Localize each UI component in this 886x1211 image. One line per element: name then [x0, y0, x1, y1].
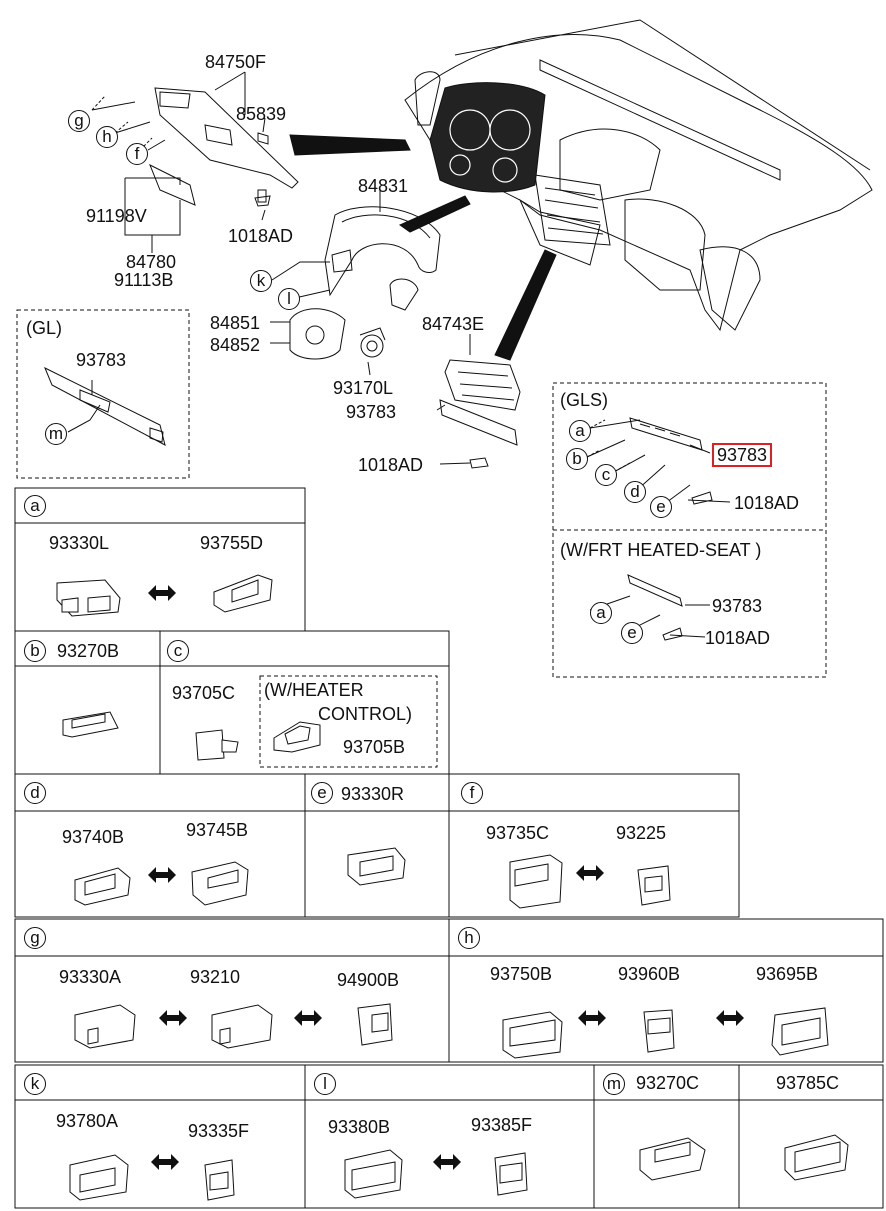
label-93960B: 93960B	[618, 964, 681, 984]
cluster-facia-part	[324, 206, 441, 311]
callout-l-upper: l	[278, 288, 300, 310]
callout-f-table: f	[461, 782, 483, 804]
label-91113B: 91113B	[114, 270, 174, 290]
center-panel-part	[444, 359, 521, 411]
callout-k-upper: k	[250, 270, 272, 292]
label-84852: 84852	[210, 335, 261, 355]
label-93780A: 93780A	[56, 1111, 119, 1131]
label-93705C: 93705C	[172, 683, 236, 703]
gls-screw-part	[691, 491, 713, 505]
screw-part-2	[254, 195, 271, 207]
heated-seat-title: (W/FRT HEATED-SEAT )	[560, 540, 762, 560]
gl-box-border	[16, 309, 190, 479]
label-93783-gl: 93783	[76, 350, 127, 370]
heated-screw-part	[662, 627, 683, 641]
label-84851: 84851	[210, 313, 261, 333]
label-93170L: 93170L	[333, 378, 394, 398]
pointer-wedge-1	[289, 134, 411, 156]
label-1018AD-gls: 1018AD	[734, 493, 800, 513]
label-93210: 93210	[190, 967, 241, 987]
heated-switch-bar-part	[627, 574, 683, 607]
label-94900B: 94900B	[337, 970, 400, 990]
dashboard-illustration	[404, 19, 873, 332]
label-1018AD-lower: 1018AD	[358, 455, 424, 475]
callout-h-upper: h	[96, 126, 118, 148]
label-93745B: 93745B	[186, 820, 249, 840]
label-93385F: 93385F	[471, 1115, 533, 1135]
switch-bar-part	[439, 399, 518, 446]
label-93330A: 93330A	[59, 967, 122, 987]
parts-table-grid	[14, 487, 884, 1209]
callout-d-gls: d	[624, 481, 646, 503]
gl-title: (GL)	[26, 318, 62, 338]
label-93783-main: 93783	[346, 402, 397, 422]
callout-m-upper: m	[45, 423, 67, 445]
label-93785C: 93785C	[776, 1073, 840, 1093]
callout-g-upper: g	[68, 110, 90, 132]
label-93750B: 93750B	[490, 964, 553, 984]
label-1018AD-upper: 1018AD	[228, 226, 294, 246]
crash-pad-garnish-part	[149, 87, 299, 206]
label-93735C: 93735C	[486, 823, 550, 843]
label-93755D: 93755D	[200, 533, 264, 553]
pointer-wedge-3	[494, 249, 557, 361]
label-93225: 93225	[616, 823, 667, 843]
switch-drawings	[56, 574, 849, 1201]
key-ring-part	[359, 327, 386, 358]
callout-g-table: g	[24, 927, 46, 949]
label-93705B: 93705B	[343, 737, 406, 757]
label-85839: 85839	[236, 104, 287, 124]
callout-e-heated: e	[621, 622, 643, 644]
callout-m-table: m	[603, 1073, 625, 1095]
callout-c-table: c	[167, 640, 189, 662]
callout-c-gls: c	[595, 464, 617, 486]
label-93695B: 93695B	[756, 964, 819, 984]
double-arrows	[148, 585, 744, 1170]
callout-f-upper: f	[126, 143, 148, 165]
callout-b-table: b	[24, 640, 46, 662]
label-84743E: 84743E	[422, 314, 485, 334]
heater-control-box-border	[259, 675, 438, 768]
heater-control-line1: (W/HEATER	[264, 680, 364, 700]
callout-b-gls: b	[566, 448, 588, 470]
label-93740B: 93740B	[62, 827, 125, 847]
callout-k-table: k	[24, 1073, 46, 1095]
label-93380B: 93380B	[328, 1117, 391, 1137]
label-93330L: 93330L	[49, 533, 110, 553]
label-91198V: 91198V	[86, 206, 147, 226]
callout-l-table: l	[314, 1073, 336, 1095]
gl-switch-bar-part	[44, 366, 166, 446]
label-93783-gls-highlighted: 93783	[712, 443, 773, 467]
callout-e-gls: e	[650, 496, 672, 518]
callout-d-table: d	[24, 782, 46, 804]
gls-title: (GLS)	[560, 390, 609, 410]
steering-column-shroud-part	[289, 308, 346, 360]
callout-h-table: h	[458, 927, 480, 949]
callout-e-table: e	[311, 782, 333, 804]
screw-part-1	[469, 457, 489, 469]
label-84831: 84831	[358, 176, 409, 196]
label-84750F: 84750F	[205, 52, 267, 72]
label-93783-heated: 93783	[712, 596, 763, 616]
label-1018AD-heated: 1018AD	[705, 628, 771, 648]
label-93330R: 93330R	[341, 784, 405, 804]
callout-a-gls: a	[569, 420, 591, 442]
callout-a-table: a	[24, 495, 46, 517]
label-93270B: 93270B	[57, 641, 120, 661]
label-93335F: 93335F	[188, 1121, 250, 1141]
instrument-cluster-dark	[429, 82, 546, 193]
gls-switch-bar-part	[629, 417, 703, 451]
label-93270C: 93270C	[636, 1073, 700, 1093]
pointer-wedge-2	[398, 195, 471, 233]
heater-control-line2: CONTROL)	[318, 704, 412, 724]
callout-a-heated: a	[590, 602, 612, 624]
label-84780: 84780	[126, 252, 177, 272]
